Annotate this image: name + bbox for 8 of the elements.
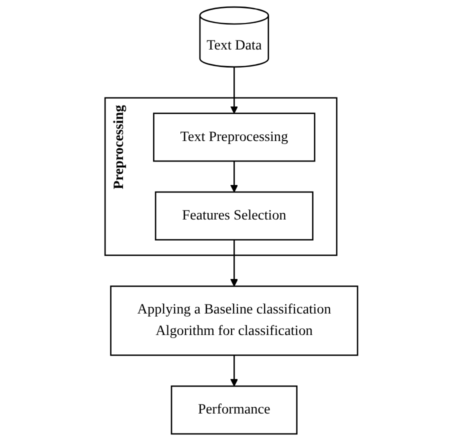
arrow xyxy=(230,161,238,192)
node-box: Performance xyxy=(170,386,298,435)
arrow xyxy=(230,66,238,114)
arrow xyxy=(230,240,238,287)
arrow xyxy=(230,355,238,387)
node-box: Text Preprocessing xyxy=(152,112,315,162)
node-box: Applying a Baseline classification Algorithm for classification xyxy=(110,286,358,356)
node-box: Features Selection xyxy=(154,191,314,240)
